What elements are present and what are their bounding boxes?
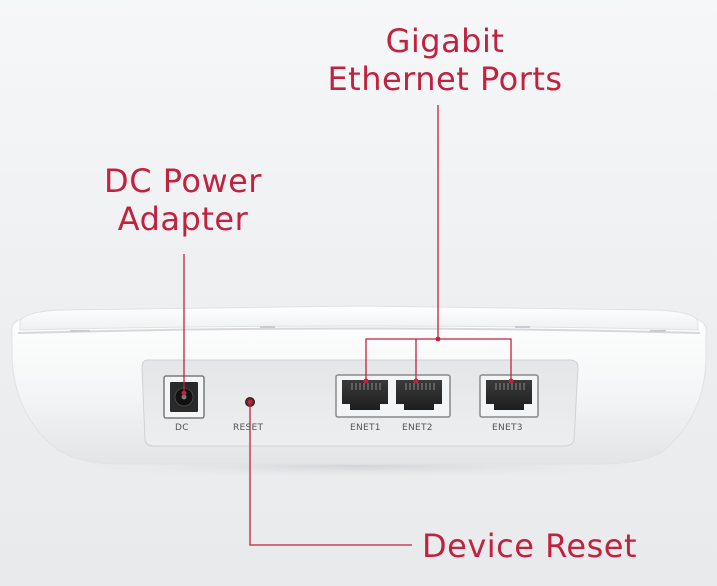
dc-callout-line1: DC Power bbox=[104, 162, 262, 200]
reset-leader bbox=[249, 402, 412, 546]
reset-port-label: RESET bbox=[233, 423, 264, 433]
lid-top bbox=[19, 305, 699, 331]
dc-callout-line2: Adapter bbox=[117, 200, 249, 238]
reset-callout: Device Reset bbox=[422, 527, 637, 565]
dc-port-label: DC bbox=[175, 423, 189, 433]
leader-dots bbox=[181, 336, 514, 405]
enet1-port bbox=[342, 380, 388, 410]
dc-callout: DC Power Adapter bbox=[78, 162, 288, 238]
enet3-port bbox=[486, 380, 532, 410]
gigabit-callout: Gigabit Ethernet Ports bbox=[300, 22, 590, 98]
enet2-port-label: ENET2 bbox=[402, 423, 433, 433]
vent-ticks bbox=[70, 326, 666, 332]
enet1-port-label: ENET1 bbox=[350, 423, 381, 433]
dc-jack bbox=[163, 375, 205, 419]
lid-seam bbox=[17, 327, 701, 334]
enet2-port bbox=[396, 380, 442, 410]
gigabit-callout-line2: Ethernet Ports bbox=[327, 60, 563, 98]
gigabit-callout-line1: Gigabit bbox=[385, 22, 505, 60]
enet3-port-label: ENET3 bbox=[492, 423, 523, 433]
